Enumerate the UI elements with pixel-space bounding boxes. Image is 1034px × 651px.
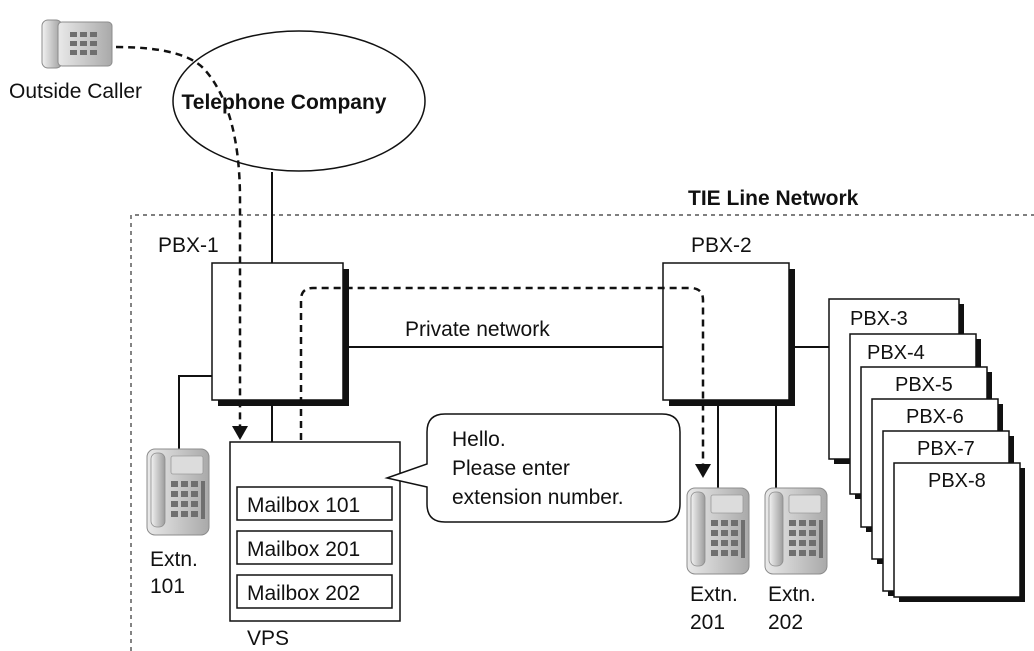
pbx2-label: PBX-2 <box>691 234 752 257</box>
extn101-label-line1: Extn. <box>150 548 198 571</box>
speech-line-2: Please enter <box>452 457 570 480</box>
mailbox-101 <box>236 486 393 521</box>
mailbox-202-label: Mailbox 202 <box>247 582 360 605</box>
pbx8-label: PBX-8 <box>928 470 986 492</box>
speech-line-1: Hello. <box>452 428 506 451</box>
vps-label: VPS <box>247 627 289 650</box>
pbx4-label: PBX-4 <box>867 342 925 364</box>
pbx7-label: PBX-7 <box>917 438 975 460</box>
pbx5-label: PBX-5 <box>895 374 953 396</box>
mailbox-202 <box>236 574 393 609</box>
pbx-stack: PBX-3 PBX-4 PBX-5 PBX-6 PBX-7 PBX-8 <box>828 298 1025 602</box>
extn101-phone-icon <box>146 448 210 536</box>
outside-caller-phone-icon <box>41 19 113 69</box>
pbx6-label: PBX-6 <box>906 406 964 428</box>
mailbox-201 <box>236 530 393 565</box>
mailbox-201-label: Mailbox 201 <box>247 538 360 561</box>
tie-network-label: TIE Line Network <box>688 187 859 210</box>
pbx1-label: PBX-1 <box>158 234 219 257</box>
extn201-label-line1: Extn. <box>690 583 738 606</box>
extn101-line <box>178 375 212 457</box>
pbx8-box <box>893 462 1021 598</box>
private-network-label: Private network <box>405 318 550 341</box>
pbx2-box <box>662 262 790 401</box>
arrow-head-icon <box>695 464 711 478</box>
speech-line-3: extension number. <box>452 486 624 509</box>
transfer-call-flow <box>299 286 705 466</box>
telephone-company-cloud <box>172 30 426 172</box>
pbx1-box <box>211 262 344 401</box>
speech-bubble <box>384 413 681 523</box>
tie-network-boundary <box>130 214 1034 651</box>
extn101-label-line2: 101 <box>150 575 185 598</box>
extn202-phone-icon <box>764 487 828 575</box>
extn202-label-line2: 202 <box>768 611 803 634</box>
extn201-phone-icon <box>686 487 750 575</box>
extn202-label-line1: Extn. <box>768 583 816 606</box>
mailbox-101-label: Mailbox 101 <box>247 494 360 517</box>
extn201-label-line2: 201 <box>690 611 725 634</box>
incoming-call-flow <box>115 45 242 428</box>
telephone-company-label: Telephone Company <box>182 91 387 114</box>
pbx3-label: PBX-3 <box>850 308 908 330</box>
arrow-head-icon <box>232 426 248 440</box>
outside-caller-label: Outside Caller <box>9 80 142 103</box>
